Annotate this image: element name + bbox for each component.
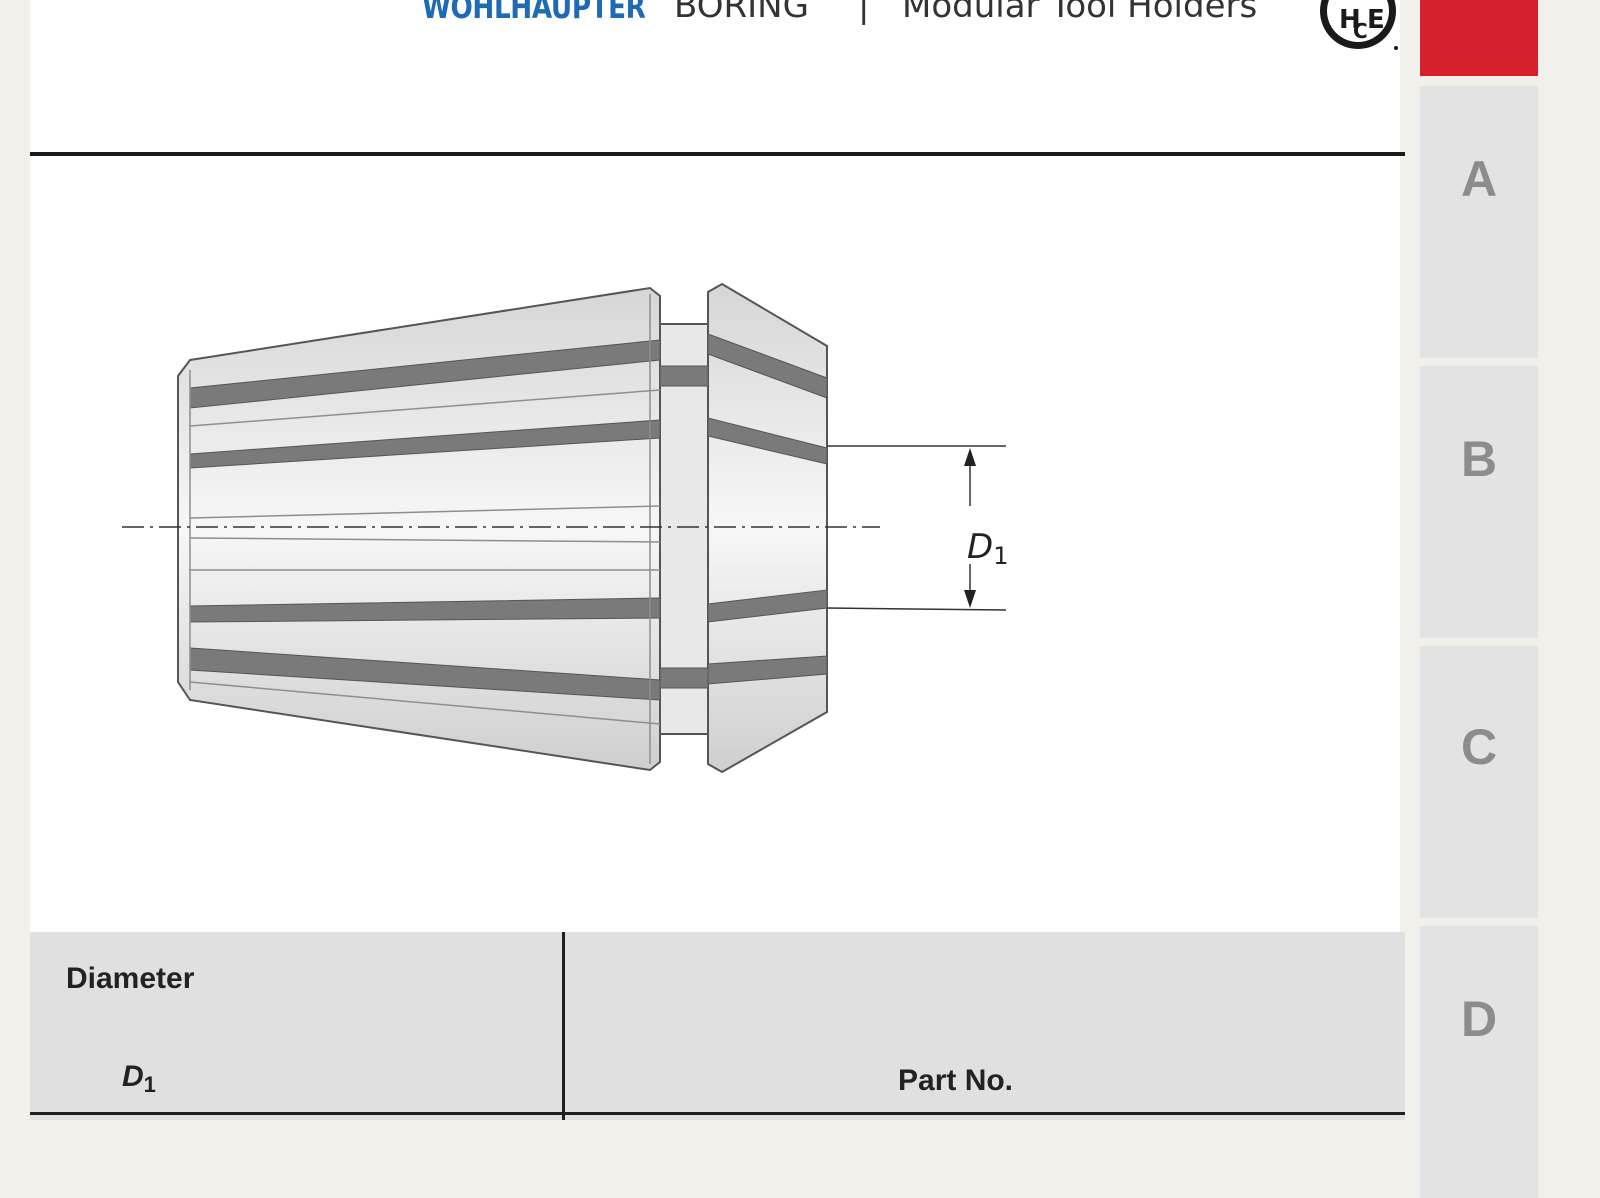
tab-c-label: C [1460,719,1498,775]
spec-table-header: Diameter D1 Part No. [30,932,1405,1120]
page-header: WOHLHAUPTER BORING | Modular Tool Holder… [30,0,1400,60]
certification-seal-icon: H C E [1320,0,1398,50]
header-subsection: Modular Tool Holders [902,0,1258,26]
brand-logo: WOHLHAUPTER [422,0,646,26]
side-tab-bar: A B C D [1420,0,1538,1198]
seal-letter-c: C [1353,19,1368,43]
header-d-symbol: D [122,1060,144,1093]
table-header-rule [30,1112,1405,1115]
tab-c[interactable]: C [1420,646,1538,918]
seal-letter-e: E [1367,5,1385,35]
header-part-no: Part No. [898,1064,1014,1097]
header-diameter: Diameter [66,962,195,995]
dimension-label: D1 [967,527,1008,570]
tab-d-label: D [1460,991,1498,1047]
active-section-marker [1420,0,1538,76]
tab-b[interactable]: B [1420,366,1538,638]
dimension-subscript: 1 [993,542,1009,570]
tab-d[interactable]: D [1420,926,1538,1198]
header-rule [30,152,1405,156]
tab-b-label: B [1460,431,1498,487]
collet-drawing [122,282,1007,774]
header-section: BORING [674,0,809,26]
table-column-divider [562,932,565,1120]
tab-a-label: A [1460,151,1498,207]
dimension-symbol: D [967,527,994,567]
tab-a[interactable]: A [1420,86,1538,358]
catalog-page: WOHLHAUPTER BORING | Modular Tool Holder… [30,0,1405,1120]
header-separator: | [858,0,870,26]
header-d1: D1 [122,1060,156,1098]
seal-letter-h: H [1339,5,1361,35]
header-d-subscript: 1 [143,1072,156,1097]
